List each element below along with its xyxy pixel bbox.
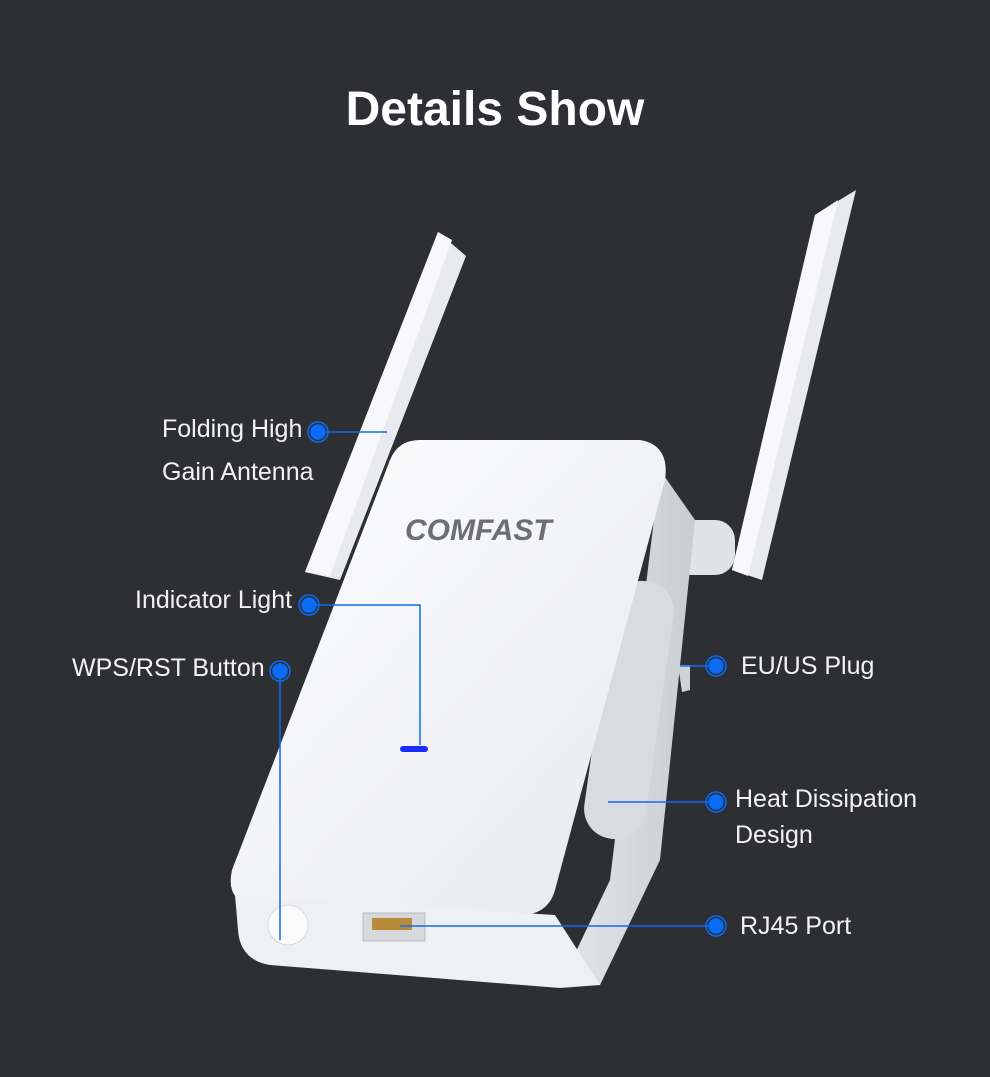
left-antenna xyxy=(305,232,466,580)
brand-logo: COMFAST xyxy=(405,514,554,547)
callout-antenna-line2: Gain Antenna xyxy=(162,458,314,486)
callout-antenna-line1: Folding High xyxy=(162,415,303,443)
callout-dot xyxy=(705,915,727,937)
indicator-light xyxy=(400,746,428,752)
callout-dot xyxy=(705,791,727,813)
callout-dot xyxy=(307,421,329,443)
callout-antenna: Folding High Gain Antenna xyxy=(162,408,314,494)
callout-heat-line1: Heat Dissipation xyxy=(735,785,918,813)
callout-dot xyxy=(705,655,727,677)
callout-plug: EU/US Plug xyxy=(741,652,875,680)
callout-dot xyxy=(298,594,320,616)
heat-vents xyxy=(584,580,674,840)
callout-indicator: Indicator Light xyxy=(135,586,293,614)
callout-wps: WPS/RST Button xyxy=(72,654,265,682)
page-title: Details Show xyxy=(345,83,645,136)
wps-button xyxy=(267,904,309,946)
callout-dot xyxy=(269,660,291,682)
device-front xyxy=(230,440,666,915)
callout-heat-line2: Design xyxy=(735,821,813,849)
callout-heat: Heat Dissipation Design xyxy=(735,781,917,853)
callout-rj45: RJ45 Port xyxy=(740,912,852,940)
plug-pin xyxy=(678,665,690,692)
